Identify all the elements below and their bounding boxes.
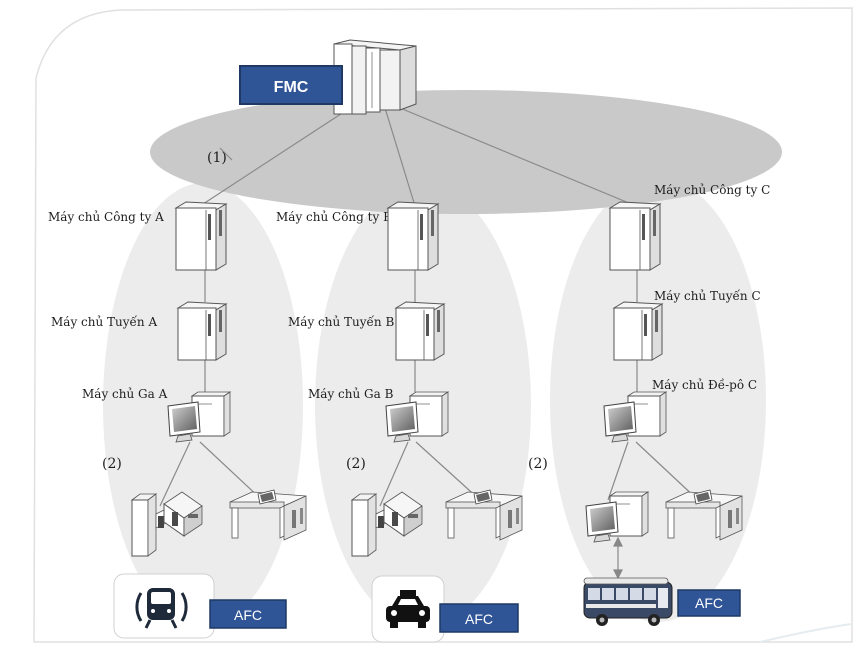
fmc-server-rack-icon <box>333 39 417 115</box>
bus-icon <box>583 577 673 626</box>
taxi-icon <box>386 590 430 628</box>
connection-lines <box>159 107 699 507</box>
two-way-arrow-icon <box>613 536 623 580</box>
core-network-label: (1) <box>207 150 227 166</box>
company-server-c-icon <box>609 201 661 271</box>
company-server-b-icon <box>387 201 439 271</box>
line-server-b-icon <box>395 301 445 361</box>
company-server-label-b: Máy chủ Công ty B <box>276 210 392 224</box>
depot-server-label-c: Máy chủ Đề-pô C <box>652 377 757 392</box>
company-server-label-a: Máy chủ Công ty A <box>48 210 164 224</box>
company-server-a-icon <box>175 201 227 271</box>
afc-label-box-c <box>677 589 741 617</box>
core-network-ellipse <box>150 90 782 214</box>
fmc-label-box <box>239 65 343 105</box>
decorative-curve <box>759 623 853 643</box>
line-server-label-a: Máy chủ Tuyến A <box>51 314 157 329</box>
metro-train-icon <box>135 588 188 629</box>
company-server-label-c: Máy chủ Công ty C <box>654 183 770 197</box>
afc-label-a: AFC <box>234 607 262 623</box>
afc-label-c: AFC <box>695 595 723 611</box>
fmc-label: FMC <box>274 79 309 96</box>
local-network-label-a: (2) <box>102 456 122 472</box>
afc-label-box-a <box>209 599 287 629</box>
station-server-label-b: Máy chủ Ga B <box>308 387 394 401</box>
local-network-label-c: (2) <box>528 456 548 472</box>
afc-label-b: AFC <box>465 611 493 627</box>
line-server-label-b: Máy chủ Tuyến B <box>288 314 394 329</box>
afc-label-box-b <box>439 603 519 633</box>
line-server-label-c: Máy chủ Tuyến C <box>654 288 761 303</box>
station-server-label-a: Máy chủ Ga A <box>82 387 168 401</box>
line-server-a-icon <box>177 301 227 361</box>
line-server-c-icon <box>613 301 663 361</box>
local-network-label-b: (2) <box>346 456 366 472</box>
